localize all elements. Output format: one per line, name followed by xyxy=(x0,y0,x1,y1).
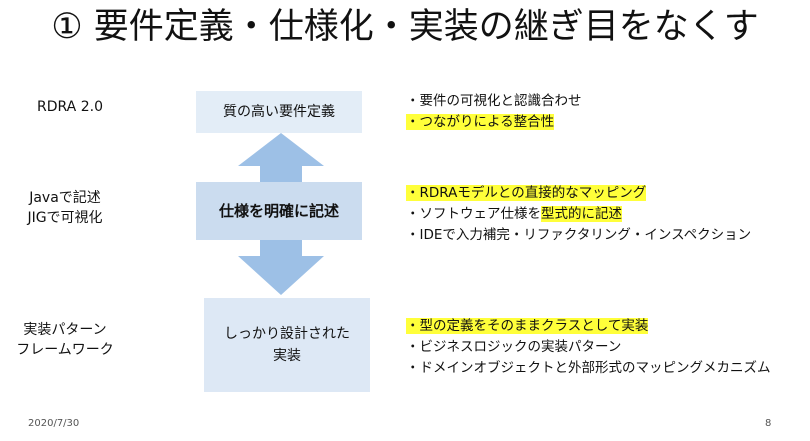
bullet-item-highlighted: ・型の定義をそのままクラスとして実装 xyxy=(406,318,649,334)
bullet-text-highlighted: 型式的に記述 xyxy=(541,206,622,222)
side-label-line: JIGで可視化 xyxy=(27,210,103,226)
box-label: 仕様を明確に記述 xyxy=(218,202,339,220)
box-label: 質の高い要件定義 xyxy=(223,104,335,120)
box-label: 実装 xyxy=(273,348,301,364)
side-label-line: フレームワーク xyxy=(16,342,114,358)
arrow-up-icon xyxy=(238,133,324,182)
bullets-requirements: ・要件の可視化と認識合わせ ・つながりによる整合性 xyxy=(406,91,582,133)
bullet-item: ・要件の可視化と認識合わせ xyxy=(406,93,582,109)
box-implementation: しっかり設計された 実装 xyxy=(204,298,370,392)
side-label-specification: Javaで記述 JIGで可視化 xyxy=(10,188,120,228)
bullet-item: ・ドメインオブジェクトと外部形式のマッピングメカニズム xyxy=(406,360,771,376)
double-arrow-icon xyxy=(238,133,324,295)
arrow-down-icon xyxy=(238,240,324,295)
bullet-item: ・ソフトウェア仕様を型式的に記述 xyxy=(406,204,751,225)
side-label-implementation: 実装パターン フレームワーク xyxy=(10,320,120,360)
bullet-text: ・ソフトウェア仕様を xyxy=(406,206,541,222)
box-requirements: 質の高い要件定義 xyxy=(196,91,362,133)
bullets-implementation: ・型の定義をそのままクラスとして実装 ・ビジネスロジックの実装パターン ・ドメイ… xyxy=(406,316,771,379)
bullet-item-highlighted: ・つながりによる整合性 xyxy=(406,114,555,130)
slide-title: ① 要件定義・仕様化・実装の継ぎ目をなくす xyxy=(51,7,759,47)
bullets-specification: ・RDRAモデルとの直接的なマッピング ・ソフトウェア仕様を型式的に記述 ・ID… xyxy=(406,183,751,246)
bullet-item: ・ビジネスロジックの実装パターン xyxy=(406,339,622,355)
box-label: しっかり設計された xyxy=(224,326,350,342)
side-label-requirements: RDRA 2.0 xyxy=(20,97,120,117)
box-specification: 仕様を明確に記述 xyxy=(196,182,362,240)
side-label-line: 実装パターン xyxy=(23,322,107,338)
bullet-item-highlighted: ・RDRAモデルとの直接的なマッピング xyxy=(406,185,647,201)
bullet-item: ・IDEで入力補完・リファクタリング・インスペクション xyxy=(406,227,752,243)
footer-date: 2020/7/30 xyxy=(28,418,80,429)
side-label-line: RDRA 2.0 xyxy=(37,99,103,115)
side-label-line: Javaで記述 xyxy=(29,190,101,206)
page-number: 8 xyxy=(765,418,772,429)
